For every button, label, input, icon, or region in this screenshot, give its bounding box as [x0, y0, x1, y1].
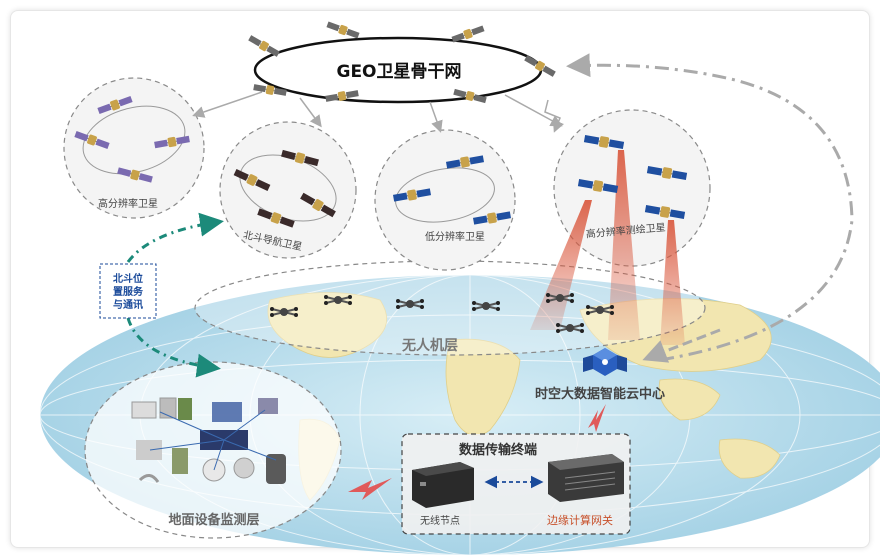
uav-layer-label: 无人机层	[401, 337, 458, 354]
satellite-icon	[472, 211, 512, 225]
satellite-icon	[524, 55, 556, 77]
satellite-icon	[257, 208, 295, 228]
high-res-label: 高分辨率卫星	[98, 197, 158, 210]
cloud-center-icon	[583, 348, 627, 376]
beidou-service-label: 北斗位置服务与通讯	[113, 272, 144, 311]
geo-label: GEO卫星骨干网	[336, 62, 461, 82]
satellite-icon	[233, 169, 271, 191]
high-res-cluster	[63, 77, 205, 219]
wireless-node-label: 无线节点	[420, 514, 460, 527]
uav-icon	[324, 295, 352, 305]
satellite-icon	[451, 25, 485, 43]
low-res-cluster	[374, 129, 516, 271]
satellite-icon	[300, 192, 336, 218]
satellite-icon	[644, 205, 686, 219]
uav-icon	[396, 299, 424, 309]
satellite-icon	[392, 188, 432, 202]
uav-to-cloud-link	[642, 328, 721, 363]
wireless-node-device	[412, 462, 474, 508]
satellite-icon	[97, 95, 133, 115]
beidou-service-box	[99, 263, 157, 319]
transfer-terminal-label: 数据传输终端	[459, 442, 537, 458]
satellite-icon	[281, 149, 319, 167]
cluster-satellites	[74, 95, 688, 228]
satellite-icon	[646, 166, 688, 180]
uav-icon	[586, 305, 614, 315]
satellite-icon	[154, 135, 190, 149]
uav-layer-boundary	[194, 260, 706, 356]
satellite-icon	[253, 84, 287, 96]
cloud-to-geo-link	[566, 53, 854, 362]
ground-devices	[131, 397, 286, 484]
satellite-icon	[445, 155, 485, 169]
uav-icon	[556, 323, 584, 333]
beidou-cluster	[219, 121, 357, 259]
satellite-icon	[577, 179, 619, 193]
geo-satellites	[248, 21, 556, 104]
uav-icon	[546, 293, 574, 303]
satellite-links	[192, 91, 564, 133]
wireless-signal-icons	[348, 404, 606, 500]
uav-group	[270, 293, 614, 333]
beidou-service-arrow-up	[126, 212, 224, 263]
beidou-service-arrow-down	[126, 317, 221, 378]
uav-icon	[270, 307, 298, 317]
satellite-icon	[326, 21, 360, 39]
ground-layer-label: 地面设备监测层	[168, 512, 259, 528]
satellite-icon	[74, 130, 110, 150]
uav-icon	[472, 301, 500, 311]
satellite-icon	[583, 135, 625, 149]
satellite-icon	[325, 90, 359, 102]
satellite-icon	[248, 35, 280, 57]
satellite-beams	[530, 150, 685, 345]
cloud-center-label: 时空大数据智能云中心	[535, 386, 665, 402]
edge-gateway-label: 边缘计算网关	[547, 513, 613, 527]
edge-gateway-device	[548, 454, 624, 502]
low-res-label: 低分辨率卫星	[425, 230, 485, 243]
